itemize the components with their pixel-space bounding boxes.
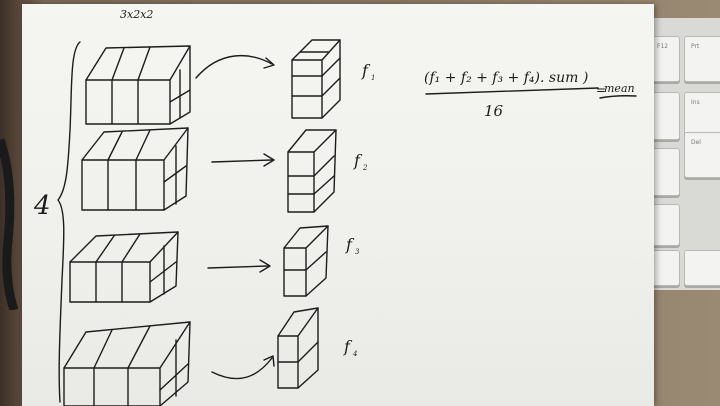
arrow-2 [211, 159, 273, 163]
mean-underline [599, 95, 637, 99]
formula-denominator: 16 [484, 102, 504, 120]
paper-sheet [22, 4, 654, 406]
feature-sub-1: 1 [371, 74, 375, 82]
key-blank-a [650, 92, 680, 140]
feature-sub-4: 4 [352, 350, 357, 358]
arrow-1 [195, 54, 273, 79]
block-2 [81, 127, 189, 211]
feature-cube-3 [283, 225, 329, 297]
key-prt-label: Prt [691, 43, 700, 50]
arrow-3 [207, 265, 269, 269]
feature-cube-4 [277, 307, 319, 389]
mouse-cable [0, 138, 19, 310]
feature-cube-2 [287, 129, 337, 213]
dims-note: 3x2x2 [120, 8, 153, 21]
feature-cube-1 [291, 39, 341, 119]
feature-sub-3: 3 [355, 248, 360, 256]
key-blank-b [650, 148, 680, 196]
key-blank-e [684, 250, 720, 286]
arrow-4 [211, 357, 273, 380]
feature-label-4: f [343, 337, 353, 356]
formula-result: mean [604, 82, 635, 95]
block-1 [85, 45, 191, 125]
fraction-bar [425, 87, 599, 95]
block-4 [63, 321, 191, 406]
feature-sub-2: 2 [362, 164, 368, 172]
group-brace [57, 41, 81, 403]
formula-equals: = [596, 83, 606, 97]
key-ins-label: Ins [691, 99, 700, 106]
formula-numerator: (f₁ + f₂ + f₃ + f₄). sum ) [424, 70, 588, 86]
key-del-label: Del [691, 139, 701, 146]
feature-label-1: f [361, 61, 371, 80]
feature-label-3: f [345, 235, 355, 254]
key-del: Del [684, 132, 720, 178]
feature-label-2: f [353, 151, 363, 170]
key-f12-label: F12 [657, 43, 669, 50]
block-3 [69, 231, 179, 303]
group-count: 4 [33, 191, 51, 221]
key-prt: Prt [684, 36, 720, 82]
